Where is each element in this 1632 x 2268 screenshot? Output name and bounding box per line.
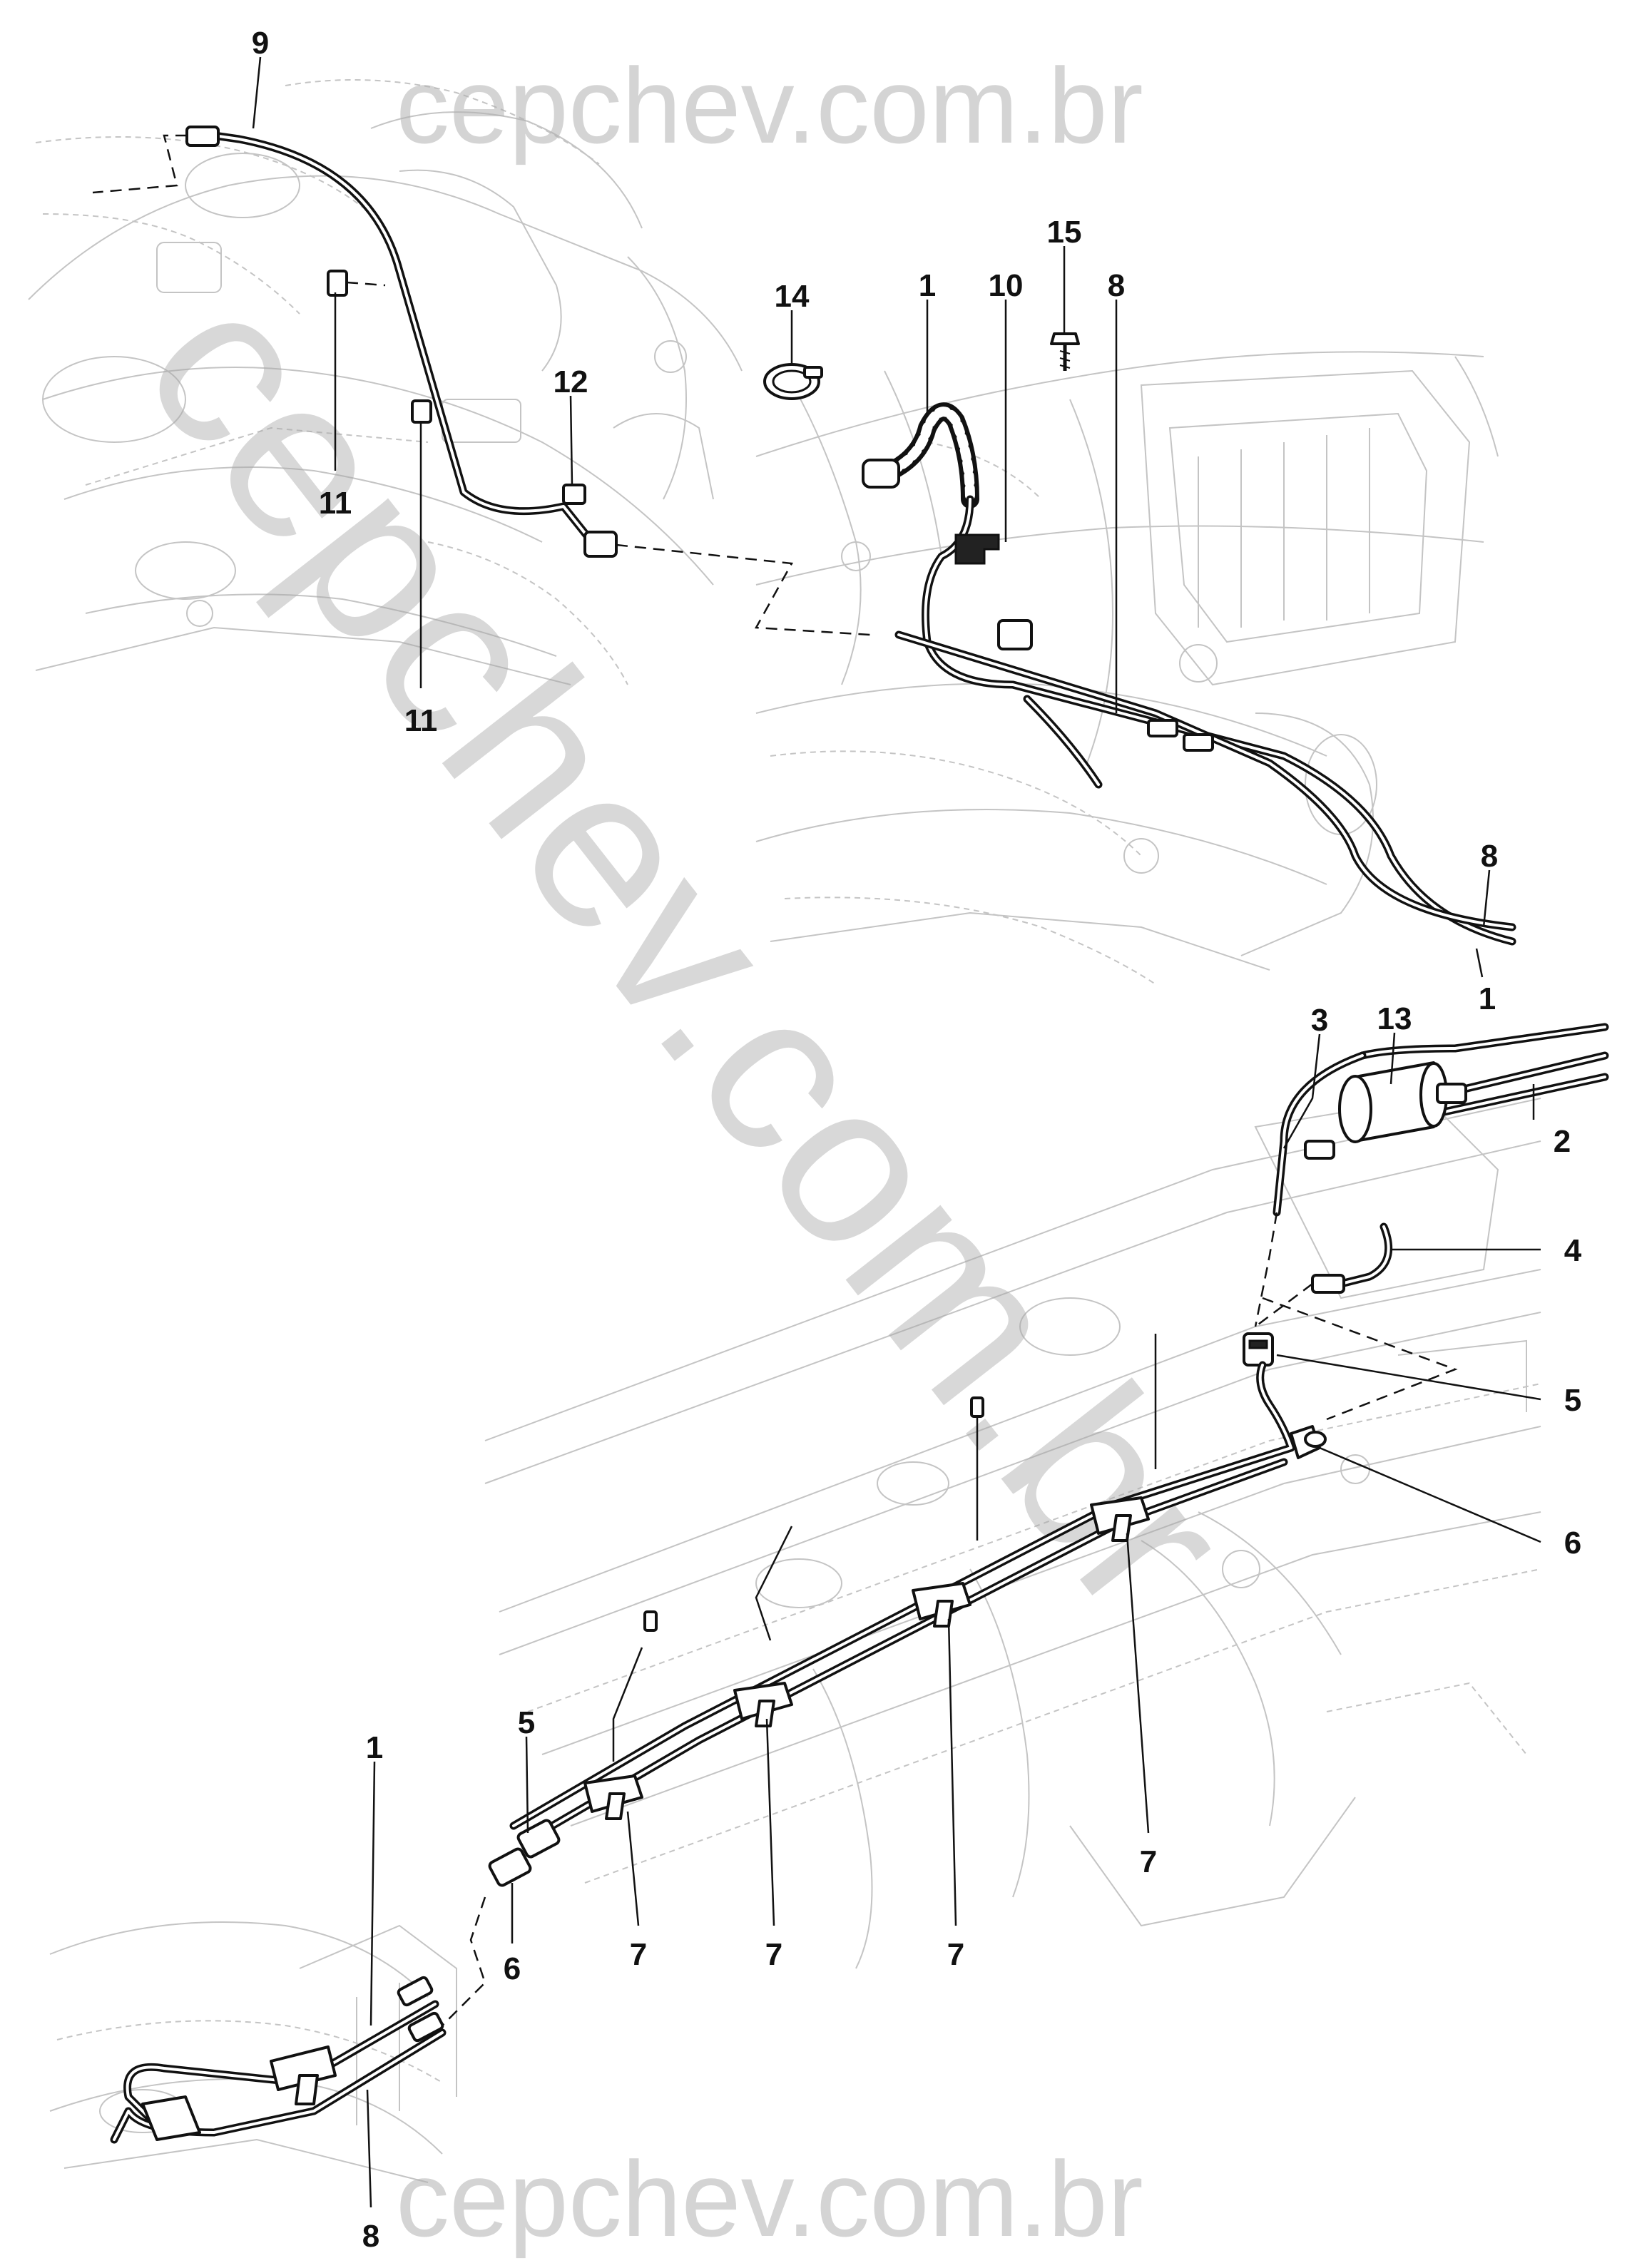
hose-4 <box>1337 1222 1393 1288</box>
fuel-filter-13 <box>1338 1061 1467 1143</box>
callout-1-right: 1 <box>1479 981 1496 1016</box>
bolt-15 <box>1050 332 1080 371</box>
connector-10 <box>997 619 1033 650</box>
engine-bay-right-sketch <box>755 351 1499 985</box>
bracket-12 <box>562 484 586 505</box>
quick-connector-9-rear <box>583 531 618 558</box>
callout-15: 15 <box>1047 215 1082 250</box>
watermark-bottom: cepchev.com.br <box>396 2139 1143 2259</box>
clip-7-bolt-b <box>643 1610 658 1632</box>
callout-6-lower: 6 <box>504 1951 521 1986</box>
rear-pipe-assembly <box>110 1976 447 2144</box>
clip-10 <box>954 533 1000 565</box>
callout-4: 4 <box>1564 1233 1582 1268</box>
front-feed-pipe-assembly <box>92 126 871 636</box>
pipe-8-connector-rear <box>1183 733 1214 752</box>
rear-connector-1 <box>397 1976 434 2007</box>
hose-clamp-14 <box>763 363 823 400</box>
underbody-pipe-run <box>442 1334 1327 2026</box>
join-line-front <box>616 543 871 636</box>
filter-inlet-fitting <box>1304 1140 1335 1160</box>
fuel-filter-assembly <box>1243 1023 1609 1421</box>
callout-1-lower: 1 <box>366 1730 383 1765</box>
clip-6-upper <box>1290 1425 1327 1459</box>
rear-connector-8 <box>407 2011 444 2043</box>
callout-14: 14 <box>775 279 810 314</box>
callout-3: 3 <box>1311 1003 1328 1038</box>
clip-7-bolt-a <box>970 1396 984 1418</box>
callout-7-b: 7 <box>765 1937 782 1972</box>
quick-connector-9 <box>185 126 220 147</box>
pipe-9-alignment-line <box>92 134 187 194</box>
clip-7-c <box>733 1682 793 1727</box>
callout-8-lower: 8 <box>362 2219 379 2254</box>
callout-7-d: 7 <box>1140 1844 1157 1879</box>
clip-11-upper <box>327 270 348 297</box>
background-body-sketch <box>28 79 1541 2183</box>
callout-5-lower: 5 <box>518 1705 535 1740</box>
callout-labels: 9 11 11 12 14 1 10 15 8 8 1 3 13 2 4 5 6… <box>252 26 1582 2254</box>
callout-9: 9 <box>252 26 269 61</box>
callout-5-right: 5 <box>1564 1383 1581 1418</box>
callout-leaders <box>252 56 1541 2208</box>
return-pipe-8 <box>894 630 1516 931</box>
callout-8-right: 8 <box>1481 839 1498 874</box>
callout-11-upper: 11 <box>319 486 352 521</box>
pipe-8-connector <box>1147 719 1178 737</box>
callout-1-upper: 1 <box>919 268 936 303</box>
callout-7-c: 7 <box>947 1937 964 1972</box>
filter-alignment-line <box>1262 1297 1458 1421</box>
rear-clip <box>270 2045 337 2105</box>
tank-bracket <box>141 2095 201 2141</box>
clip-7-b <box>912 1582 971 1628</box>
callout-7-a: 7 <box>630 1937 647 1972</box>
engine-feed-hose-assembly <box>763 332 1516 946</box>
callout-13: 13 <box>1377 1001 1412 1036</box>
callout-8-upper: 8 <box>1108 268 1125 303</box>
callout-11-lower: 11 <box>404 703 438 738</box>
quick-connector-5-upper <box>1243 1332 1274 1367</box>
watermark-top: cepchev.com.br <box>396 46 1143 165</box>
quick-connector-6-lower <box>488 1847 532 1887</box>
hose-end-fitting <box>862 459 900 489</box>
watermark-diagonal: cepchev.com.br <box>96 243 1280 1657</box>
callout-10: 10 <box>989 268 1024 303</box>
clip-7-d <box>583 1774 643 1820</box>
clip-11-lower <box>411 399 432 424</box>
supply-pipe-1 <box>922 495 1516 946</box>
engine-bay-left-sketch <box>28 79 743 685</box>
callout-2: 2 <box>1554 1124 1571 1159</box>
connector-4 <box>1311 1274 1345 1294</box>
callout-12: 12 <box>554 364 588 399</box>
callout-6-right: 6 <box>1564 1526 1581 1560</box>
